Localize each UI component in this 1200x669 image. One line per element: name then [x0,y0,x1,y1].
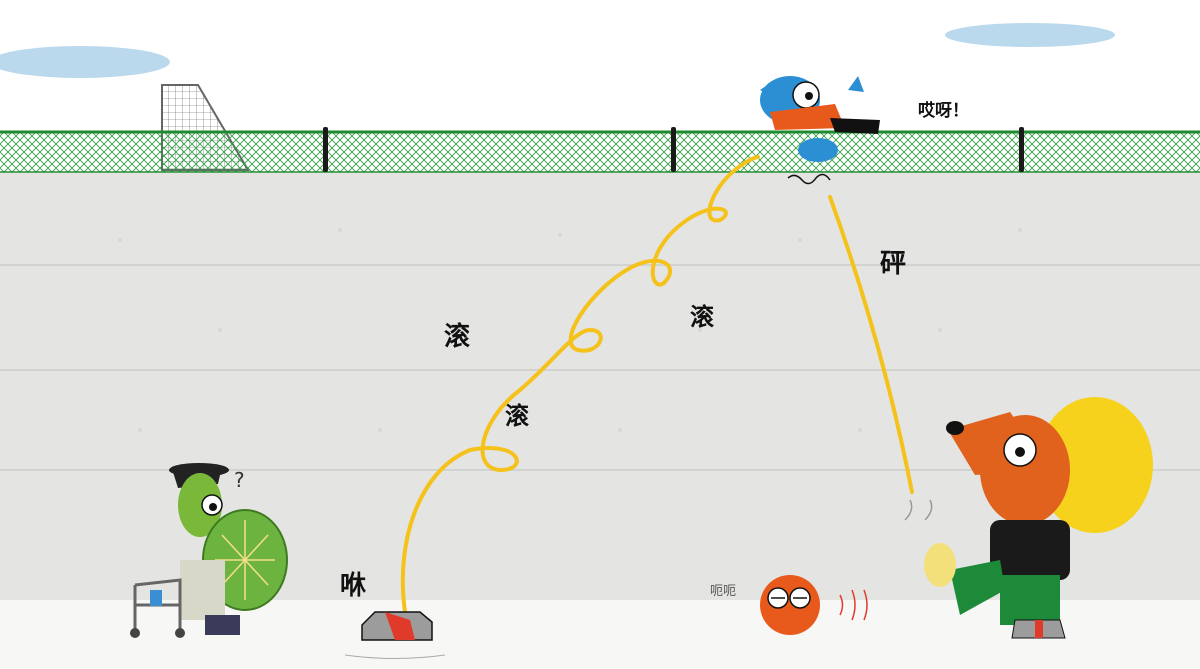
cloud-right [945,23,1115,47]
fall-trajectory [828,195,914,494]
sfx-roll-left-lower: 滚 [505,402,529,430]
flying-shoe [344,611,446,659]
sfx-roll-left-upper: 滚 [444,322,471,352]
sfx-shout: 哎呀！ [918,101,969,121]
sfx-roll-right: 滚 [690,303,714,331]
chain-link-fence [0,127,1200,173]
sfx-whoosh: 咻 [340,571,367,601]
orange-ball [760,575,868,635]
cloud-left [0,46,170,78]
dog-with-yellow-mane [904,397,1153,639]
sfx-thud: 砰 [880,249,907,279]
wall-texture [118,228,1102,432]
blue-bird-on-fence [760,76,880,162]
sfx-question: ? [234,468,245,492]
impact-squiggle [787,173,831,185]
turtle-with-walker [130,463,288,638]
shoe-trajectory [400,155,760,614]
sfx-groan: 呃呃 [710,584,737,599]
